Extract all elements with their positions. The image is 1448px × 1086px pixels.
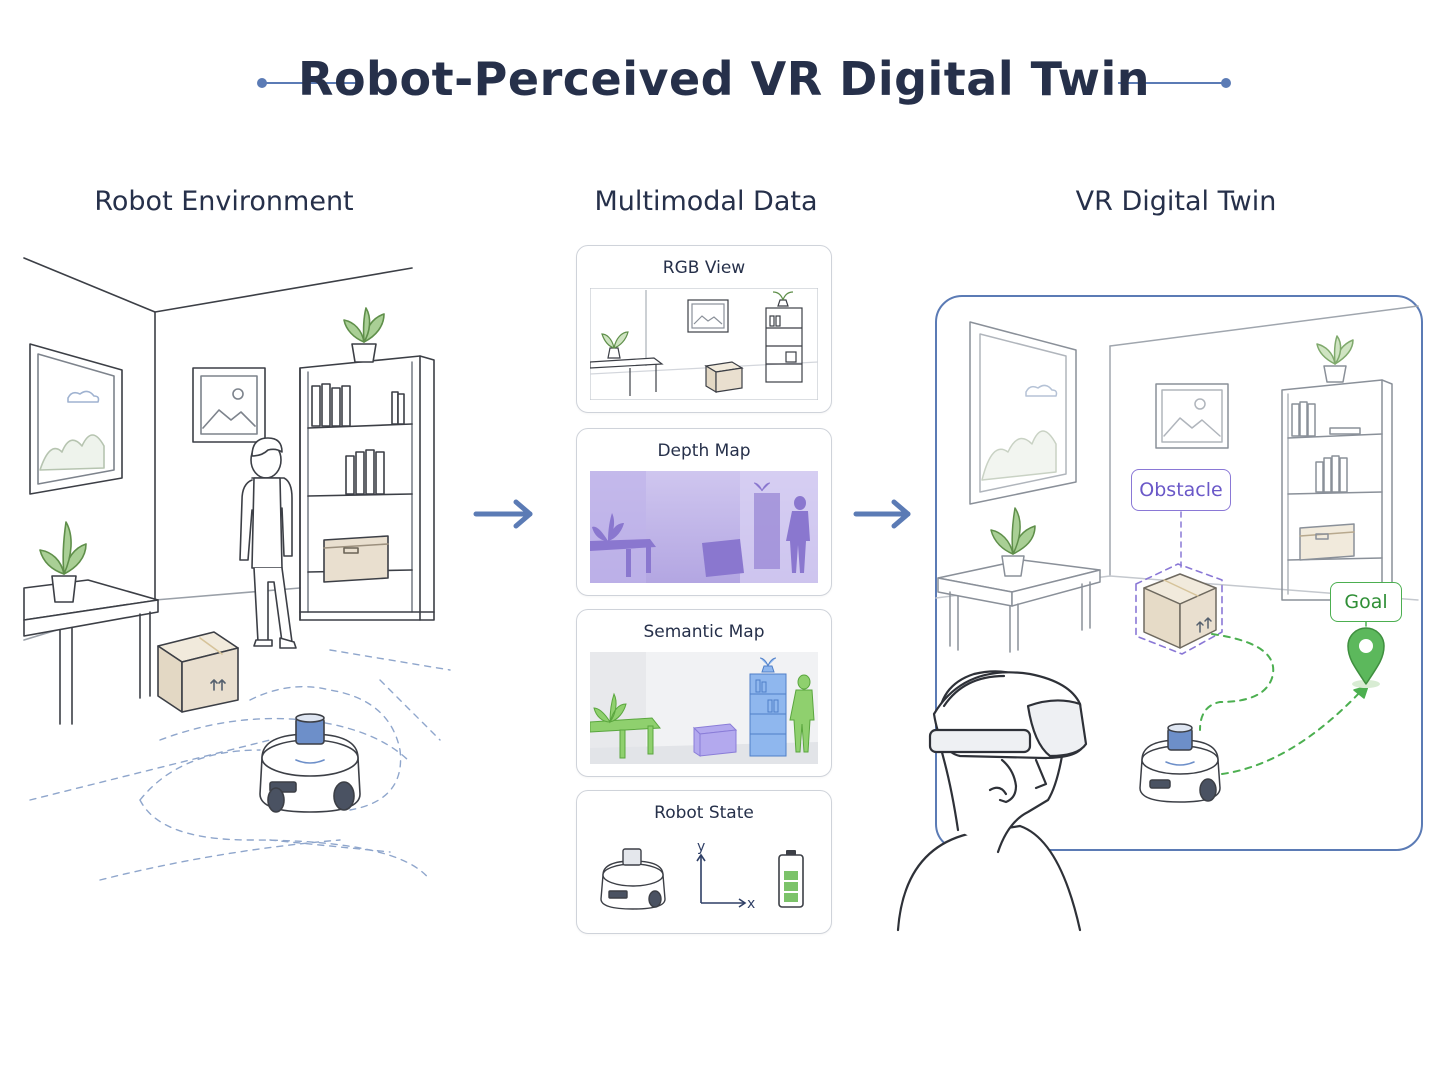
table (937, 507, 1101, 653)
card-robot-state: Robot State y x (576, 790, 832, 934)
coordinate-axes: y x (696, 839, 755, 912)
window (29, 343, 123, 495)
card-label: RGB View (662, 258, 746, 278)
axis-label-x: x (747, 896, 755, 912)
robot-icon (1139, 723, 1221, 803)
card-rgb-view: RGB View (576, 245, 832, 413)
semantic-map-image (590, 652, 818, 764)
page-title: Robot-Perceived VR Digital Twin (298, 52, 1150, 106)
plant-icon (1316, 335, 1354, 383)
arrow-right-icon (473, 499, 533, 529)
location-pin-icon (1347, 627, 1385, 685)
robot-icon (600, 848, 666, 910)
box-icon (1143, 573, 1217, 649)
robot-icon (259, 713, 361, 813)
table (23, 521, 159, 725)
card-label: Depth Map (657, 441, 751, 461)
card-semantic-map: Semantic Map (576, 609, 832, 777)
rgb-view-image (590, 288, 818, 400)
plant-icon (39, 521, 87, 603)
plant-icon (990, 507, 1036, 577)
bookshelf (1281, 335, 1393, 601)
card-label: Semantic Map (643, 622, 765, 642)
heading-robot-environment: Robot Environment (94, 186, 354, 217)
window (969, 321, 1077, 505)
heading-vr-digital-twin: VR Digital Twin (1075, 186, 1277, 217)
card-label: Robot State (654, 803, 754, 823)
heading-multimodal-data: Multimodal Data (594, 186, 818, 217)
wall-picture (192, 367, 266, 443)
battery-icon (778, 850, 804, 908)
axis-label-y: y (697, 839, 705, 855)
card-depth-map: Depth Map (576, 428, 832, 596)
obstacle-label: Obstacle (1131, 469, 1231, 511)
bookshelf (299, 307, 435, 621)
shelf-box (323, 535, 389, 583)
wall-picture (1155, 383, 1229, 449)
vr-headset-icon (896, 670, 1088, 932)
arrow-right-icon (853, 499, 911, 529)
person (239, 437, 297, 649)
goal-label: Goal (1330, 582, 1402, 622)
plant-icon (343, 307, 385, 363)
box-icon (157, 631, 239, 713)
depth-map-image (590, 471, 818, 583)
